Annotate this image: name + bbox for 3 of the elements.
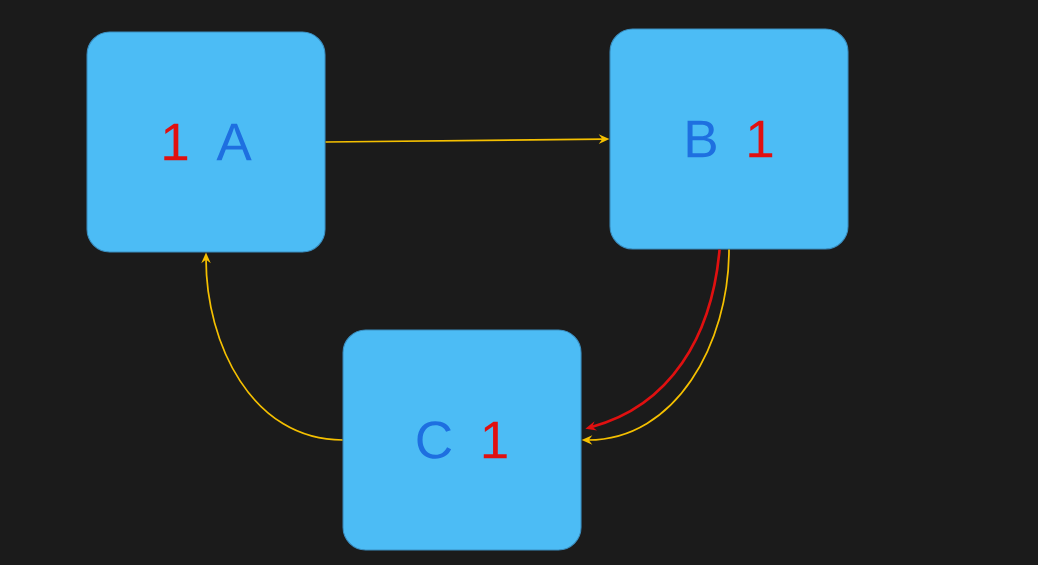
rounded-box: 1 A [86, 31, 326, 253]
rounded-box: B 1 [609, 28, 849, 250]
rounded-box: C 1 [342, 329, 582, 551]
